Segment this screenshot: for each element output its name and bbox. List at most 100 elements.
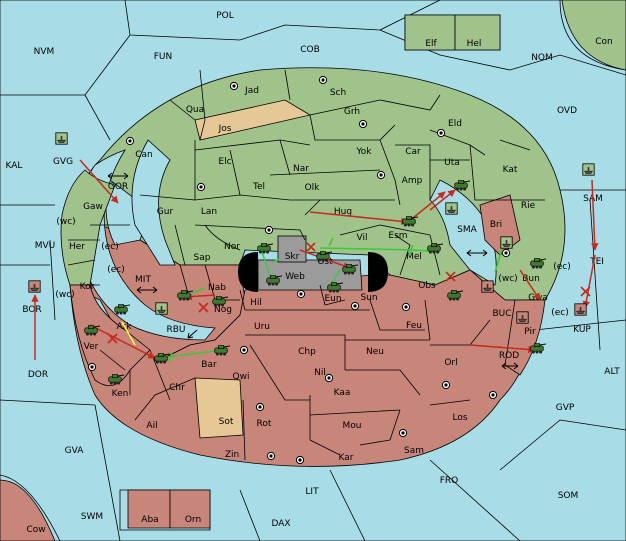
label-her: Her <box>69 242 85 252</box>
label-nab: Nab <box>208 283 226 293</box>
label-sun: Sun <box>360 293 377 303</box>
label-vil: Vil <box>357 233 368 243</box>
fleet-icon <box>500 236 513 249</box>
label-rod: ROD <box>499 351 519 361</box>
supply-center-icon <box>350 301 360 311</box>
label-kup: KUP <box>573 325 591 335</box>
label-esm: Esm <box>388 231 407 241</box>
coast-tag-gaw-wc: (wc) <box>56 217 75 227</box>
supply-center-icon <box>501 248 511 258</box>
label-qua: Qua <box>186 105 204 115</box>
label-rot: Rot <box>257 419 272 429</box>
label-hil: Hil <box>250 298 262 308</box>
label-nil: Nil <box>314 368 326 378</box>
coast-tag-kor-wc: (wc) <box>55 290 74 300</box>
supply-center-icon <box>239 345 249 355</box>
supply-center-icon <box>376 170 386 180</box>
label-sma: SMA <box>457 225 477 235</box>
label-nor: Nor <box>224 242 240 252</box>
coast-tag-bun-ec: (ec) <box>553 262 571 272</box>
label-con: Con <box>595 37 613 47</box>
label-nog: Nog <box>214 305 232 315</box>
failed-order-marks <box>107 242 591 344</box>
supply-center-icon <box>398 428 408 438</box>
label-kat: Kat <box>503 165 518 175</box>
fleet-icon <box>574 303 587 316</box>
label-lan: Lan <box>201 207 217 217</box>
label-gvg: GVG <box>53 157 73 167</box>
label-sch: Sch <box>330 88 346 98</box>
supply-center-icon <box>264 225 274 235</box>
label-mou: Mou <box>343 421 362 431</box>
label-mvu: MVU <box>35 241 56 251</box>
land-sot <box>194 377 244 439</box>
label-zin: Zin <box>225 450 239 460</box>
label-tei: TEI <box>589 257 604 267</box>
label-mit: MIT <box>135 275 151 285</box>
coast-tag-bun-wc: (wc) <box>498 274 517 284</box>
label-sot: Sot <box>219 417 234 427</box>
label-kor: Kor <box>80 282 95 292</box>
land-skr <box>277 235 307 263</box>
label-elc: Elc <box>218 157 231 167</box>
label-gur: Gur <box>157 207 174 217</box>
label-nom: NOM <box>531 53 553 63</box>
label-neu: Neu <box>366 347 384 357</box>
label-cob: COB <box>300 45 320 55</box>
label-ver: Ver <box>84 342 99 352</box>
label-bar: Bar <box>201 360 217 370</box>
label-eld: Eld <box>448 119 462 129</box>
label-lit: LIT <box>305 487 319 497</box>
land-hel <box>454 14 501 51</box>
label-web: Web <box>285 272 305 282</box>
move-orders <box>31 159 599 360</box>
label-gor: GOR <box>108 182 128 192</box>
label-ken: Ken <box>112 389 129 399</box>
label-hug: Hug <box>334 207 352 217</box>
fleet-icon <box>516 311 529 324</box>
label-nvm: NVM <box>34 47 55 57</box>
label-pol: POL <box>216 11 234 21</box>
label-swm: SWM <box>81 512 103 522</box>
label-orn: Orn <box>185 515 201 525</box>
label-skr: Skr <box>285 252 300 262</box>
label-bri: Bri <box>490 220 502 230</box>
supply-center-icon <box>358 119 368 129</box>
coast-tag-her-ec: (ec) <box>101 242 119 252</box>
supply-center-icon <box>436 128 446 138</box>
supply-center-icon <box>401 302 411 312</box>
label-ost: Ost <box>317 257 333 267</box>
fleet-icon <box>445 202 458 215</box>
label-dor: DOR <box>28 370 48 380</box>
label-pir: Pir <box>524 327 536 337</box>
label-bun: Bun <box>522 274 540 284</box>
fleet-icon <box>582 163 595 176</box>
main-island <box>67 67 566 467</box>
label-chr: Chr <box>169 383 185 393</box>
label-fun: FUN <box>154 52 173 62</box>
label-kaa: Kaa <box>334 388 351 398</box>
label-nar: Nar <box>293 164 309 174</box>
supply-center-icon <box>196 182 206 192</box>
label-buc: BUC <box>492 309 511 319</box>
fleet-icon <box>28 280 41 293</box>
label-can: Can <box>135 150 153 160</box>
coast-tag-gwa-ec: (ec) <box>551 308 569 318</box>
label-uru: Uru <box>254 322 270 332</box>
tunnel-east <box>368 252 388 292</box>
label-mel: Mel <box>406 252 422 262</box>
label-feu: Feu <box>406 321 422 331</box>
label-orl: Orl <box>444 358 457 368</box>
label-gvp: GVP <box>556 403 575 413</box>
label-chp: Chp <box>298 347 316 357</box>
label-kal: KAL <box>6 161 23 171</box>
supply-center-icon <box>255 402 265 412</box>
label-fro: FRO <box>440 476 459 486</box>
label-rbu: RBU <box>166 325 185 335</box>
label-som: SOM <box>558 491 579 501</box>
label-uta: Uta <box>444 158 460 168</box>
label-ovd: OVD <box>557 106 577 116</box>
region-labels: POL COB FUN NVM NOM Con Elf Hel OVD KAL … <box>6 11 621 535</box>
label-cow: Cow <box>26 525 45 535</box>
